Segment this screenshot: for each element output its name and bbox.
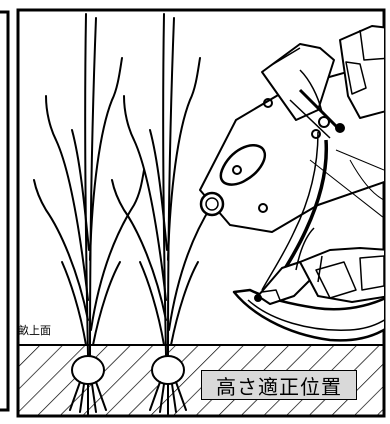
ridge-surface-label: 畝上面 (18, 324, 51, 337)
transplanter-mechanism (199, 25, 384, 342)
left-panel-edge (0, 10, 10, 412)
correct-height-badge: 高さ適正位置 (201, 370, 357, 400)
seedling-left (33, 13, 145, 415)
